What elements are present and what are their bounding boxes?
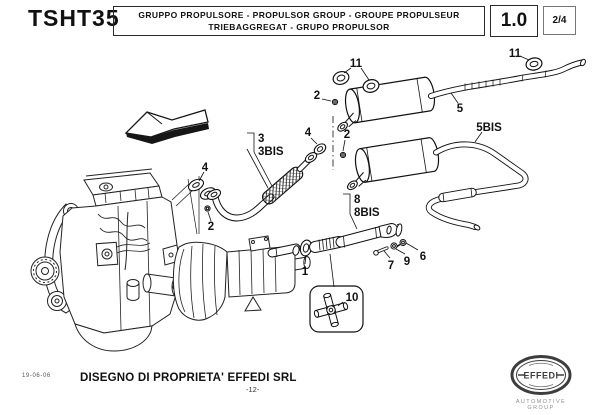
callout-7: 7 [388,260,394,272]
alt-tailpipe [425,141,529,231]
bolt-7 [373,250,379,256]
callout-2-joint: 2 [344,129,350,141]
callout-11-front: 11 [350,58,363,70]
callout-2-inlet: 2 [314,90,320,102]
inlet-bolt [331,98,339,106]
injection-pump [95,241,119,267]
callout-9: 9 [404,256,410,268]
joint-gasket [313,143,327,155]
callout-8: 8 [354,194,361,206]
spider-joint-inset [309,253,364,333]
drawing-code: TSHT35 [28,5,120,31]
engine-block [59,196,179,334]
screw-6 [399,239,407,246]
company-logo: EFFEDI AUTOMOTIVE GROUP [503,354,579,411]
callout-3: 3 [258,133,264,145]
page-indicator-box: 2/4 [543,6,576,35]
callout-11-rear: 11 [509,48,522,60]
downpipe-flange [206,188,222,201]
washer-9 [390,242,398,250]
callout-1: 1 [302,266,309,278]
driveshaft [267,222,403,258]
page-number: -12- [246,385,260,394]
callout-5bis: 5BIS [476,122,502,134]
manifold-nut [204,205,211,212]
engine-assembly [30,168,311,352]
manifold-gasket [187,178,205,192]
callout-4-joint: 4 [305,127,312,139]
fan-pulley [30,256,60,286]
exhaust-hanger-b [362,79,380,93]
direction-arrow [124,109,209,144]
callout-2-manifold: 2 [208,221,214,233]
alt-muffler [346,137,440,191]
oil-filler-cap [99,182,113,192]
callout-3bis: 3BIS [258,146,284,158]
downpipe [206,98,347,222]
exhaust-hanger-a [332,71,350,85]
leader-lines [198,55,530,265]
version-box: 1.0 [490,5,538,37]
title-line-2: TRIEBAGGREGAT - GRUPO PROPULSOR [208,22,390,32]
property-notice: DISEGNO DI PROPRIETA' EFFEDI SRL [80,372,297,384]
exhaust-hanger-c [525,57,543,71]
joint-bolt [339,151,347,159]
effedi-logo-badge: EFFEDI [510,355,572,395]
front-tailpipe [428,58,586,99]
revision-date: 19-06-06 [22,373,51,379]
callout-labels: 11 11 2 5 5BIS 2 4 3 3BIS 4 2 8 8BIS 1 7… [202,48,522,304]
logo-text: EFFEDI [523,371,558,381]
spline-hatch [318,236,335,251]
callout-5: 5 [457,103,464,115]
title-line-1: GRUPPO PROPULSORE - PROPULSOR GROUP - GR… [138,10,460,20]
fasteners [373,239,407,256]
front-muffler [337,76,436,132]
callout-8bis: 8BIS [354,207,380,219]
u-joint-yoke [378,222,398,239]
callout-6: 6 [420,251,426,263]
callout-4-manifold: 4 [202,162,209,174]
logo-subtext: AUTOMOTIVE GROUP [515,399,567,411]
bell-housing [172,241,228,321]
callout-10: 10 [346,292,359,304]
title-box: GRUPPO PROPULSORE - PROPULSOR GROUP - GR… [113,6,485,36]
oil-pan [74,323,153,352]
